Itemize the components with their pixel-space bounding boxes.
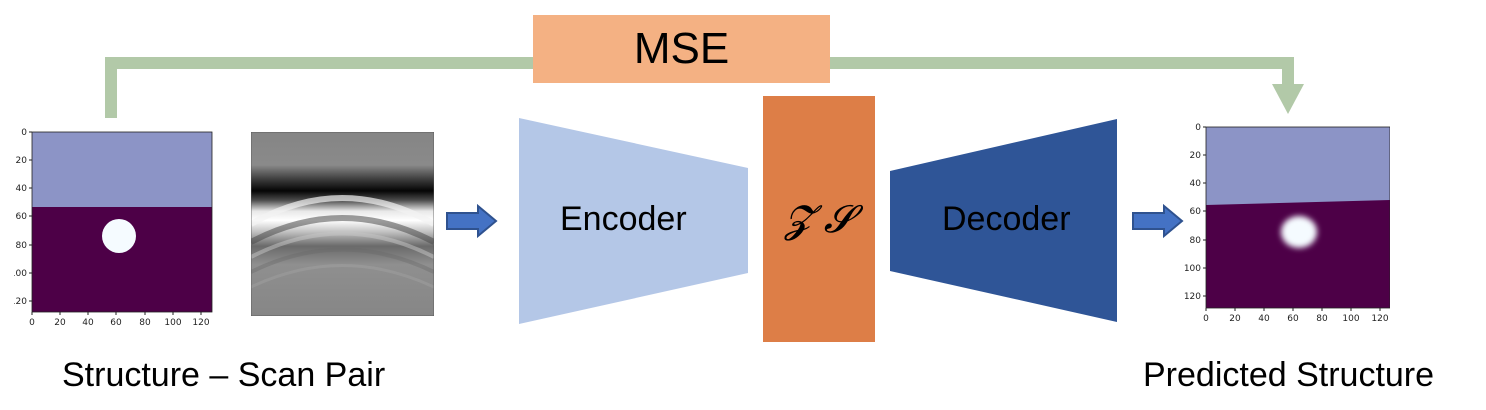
svg-text:100: 100: [1342, 314, 1359, 324]
predicted-structure-caption: Predicted Structure: [1143, 356, 1435, 394]
encoder-label: Encoder: [560, 200, 687, 238]
svg-text:60: 60: [110, 318, 122, 328]
svg-text:20: 20: [54, 318, 66, 328]
svg-text:100: 100: [1184, 264, 1201, 274]
decoder-label: Decoder: [942, 200, 1071, 238]
svg-text:0: 0: [1203, 314, 1209, 324]
svg-text:60: 60: [16, 212, 28, 222]
svg-text:40: 40: [82, 318, 94, 328]
svg-text:0: 0: [29, 318, 35, 328]
svg-text:120: 120: [192, 318, 209, 328]
svg-text:80: 80: [1316, 314, 1328, 324]
input-structure-plot: 0 20 40 60 80 100 120 0 20 40 60 80 100 …: [14, 128, 213, 328]
svg-text:100: 100: [14, 269, 27, 279]
y-tick-labels: 0 20 40 60 80 100 120: [14, 128, 32, 307]
svg-text:20: 20: [16, 156, 28, 166]
svg-text:120: 120: [1371, 314, 1388, 324]
svg-text:80: 80: [139, 318, 151, 328]
svg-text:20: 20: [1229, 314, 1241, 324]
svg-text:0: 0: [1195, 123, 1201, 133]
inclusion-shape: [102, 219, 136, 253]
predicted-y-tick-labels: 0 20 40 60 80 100 120: [1184, 123, 1206, 302]
latent-space-block: 𝓩 𝓢: [763, 96, 875, 342]
svg-text:60: 60: [1190, 207, 1202, 217]
svg-text:40: 40: [1190, 179, 1202, 189]
svg-text:0: 0: [21, 128, 27, 138]
svg-text:40: 40: [1258, 314, 1270, 324]
svg-text:20: 20: [1190, 151, 1202, 161]
decoder-block: [890, 119, 1117, 322]
predicted-inclusion-shape: [1281, 216, 1317, 248]
output-flow-arrow: [1132, 203, 1184, 239]
svg-text:80: 80: [1190, 236, 1202, 246]
svg-text:100: 100: [164, 318, 181, 328]
latent-label: 𝓩 𝓢: [784, 196, 854, 241]
scan-image: [251, 132, 434, 316]
x-tick-labels: 0 20 40 60 80 100 120: [29, 312, 210, 328]
mse-label: MSE: [633, 24, 730, 73]
svg-text:120: 120: [1184, 292, 1201, 302]
predicted-x-tick-labels: 0 20 40 60 80 100 120: [1203, 308, 1389, 324]
input-pair-caption: Structure – Scan Pair: [62, 356, 386, 394]
svg-text:120: 120: [14, 297, 27, 307]
svg-text:80: 80: [16, 241, 28, 251]
svg-text:40: 40: [16, 184, 28, 194]
input-flow-arrow: [446, 203, 498, 239]
predicted-structure-plot: 0 20 40 60 80 100 120 0 20 40 60 80 100 …: [1184, 123, 1390, 324]
svg-text:60: 60: [1287, 314, 1299, 324]
mse-loss-box: MSE: [533, 15, 830, 83]
encoder-block: [519, 118, 748, 324]
